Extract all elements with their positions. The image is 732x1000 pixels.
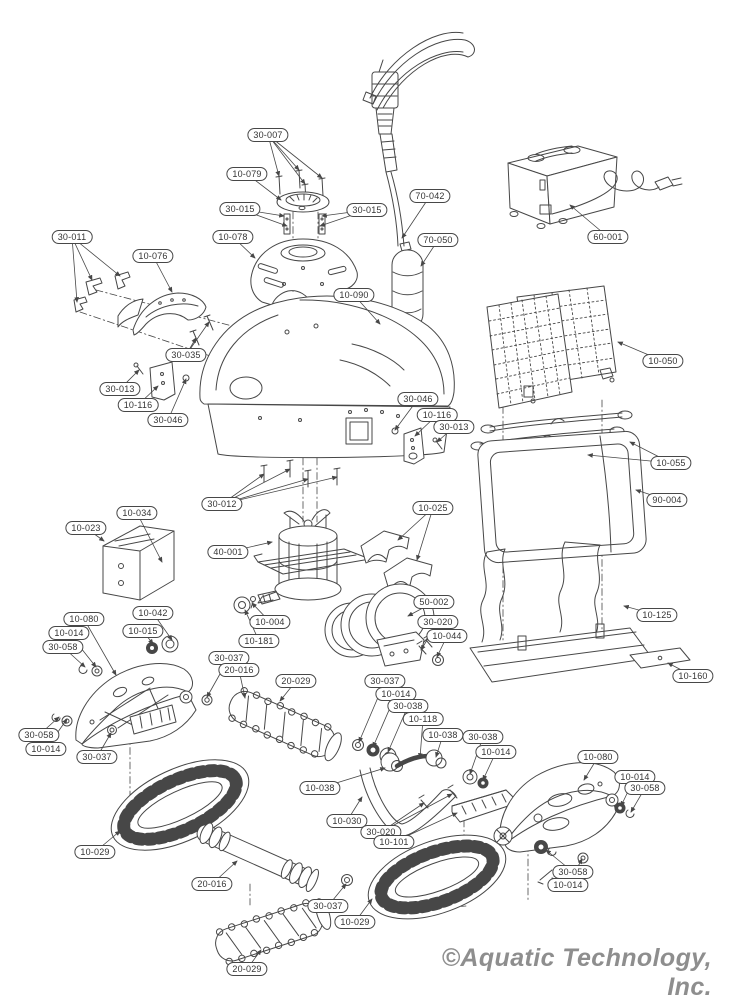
part-callout-10-118: 10-118 xyxy=(402,712,444,726)
bag-frame-drawing xyxy=(469,541,653,683)
part-callout-30-037: 30-037 xyxy=(76,750,118,764)
floating-cable-drawing xyxy=(362,31,475,247)
part-callout-10-080: 10-080 xyxy=(63,612,105,626)
leader-line xyxy=(71,236,93,281)
right-track-drawing xyxy=(367,834,507,920)
part-callout-50-002: 50-002 xyxy=(413,595,455,609)
float-foam-drawing xyxy=(360,530,433,591)
bottom-washer-drawing xyxy=(341,874,353,886)
part-callout-10-023: 10-023 xyxy=(65,521,107,535)
axle-tube-drawing xyxy=(196,822,319,893)
part-callout-10-076: 10-076 xyxy=(132,249,174,263)
top-brush-drawing xyxy=(228,687,342,762)
main-body-drawing xyxy=(199,295,455,459)
leader-line xyxy=(416,507,434,561)
part-callout-40-001: 40-001 xyxy=(207,545,249,559)
leader-line xyxy=(71,236,80,303)
leader-line xyxy=(83,618,117,676)
left-track-drawing xyxy=(110,759,250,851)
part-callout-20-016: 20-016 xyxy=(191,877,233,891)
watermark: ©Aquatic Technology, Inc. xyxy=(441,944,712,1000)
part-callout-10-014: 10-014 xyxy=(25,742,67,756)
part-callout-30-012: 30-012 xyxy=(201,497,243,511)
part-callout-20-029: 20-029 xyxy=(226,962,268,976)
part-callout-30-038: 30-038 xyxy=(387,699,429,713)
part-callout-10-101: 10-101 xyxy=(373,835,415,849)
impeller-cap-drawing xyxy=(276,191,330,235)
pump-motor-drawing xyxy=(257,509,342,604)
part-callout-10-079: 10-079 xyxy=(226,167,268,181)
part-callout-10-090: 10-090 xyxy=(333,288,375,302)
small-drive-parts-drawing xyxy=(233,590,281,614)
part-callout-90-004: 90-004 xyxy=(646,493,688,507)
part-callout-30-013: 30-013 xyxy=(433,420,475,434)
filter-screen-drawing xyxy=(486,285,617,409)
part-callout-10-034: 10-034 xyxy=(116,506,158,520)
part-callout-30-011: 30-011 xyxy=(51,230,93,244)
part-callout-30-046: 30-046 xyxy=(397,392,439,406)
part-callout-10-181: 10-181 xyxy=(238,634,280,648)
part-callout-10-030: 10-030 xyxy=(326,814,368,828)
part-callout-10-044: 10-044 xyxy=(426,629,468,643)
part-callout-10-029: 10-029 xyxy=(334,915,376,929)
part-callout-10-042: 10-042 xyxy=(132,606,174,620)
part-callout-10-004: 10-004 xyxy=(249,615,291,629)
part-callout-10-080: 10-080 xyxy=(577,750,619,764)
part-callout-10-116: 10-116 xyxy=(117,398,159,412)
part-callout-30-037: 30-037 xyxy=(307,899,349,913)
mount-brackets-drawing xyxy=(73,271,214,346)
part-callout-30-058: 30-058 xyxy=(624,781,666,795)
ramp-block-drawing xyxy=(418,784,515,823)
part-callout-10-029: 10-029 xyxy=(74,845,116,859)
part-callout-10-078: 10-078 xyxy=(212,230,254,244)
part-callout-20-016: 20-016 xyxy=(218,663,260,677)
part-callout-60-001: 60-001 xyxy=(587,230,629,244)
leader-line xyxy=(136,512,163,563)
part-callout-70-042: 70-042 xyxy=(409,189,451,203)
belt-tensioner-drawing xyxy=(359,749,489,837)
float-bracket-drawing xyxy=(376,631,444,667)
left-side-plate-drawing xyxy=(75,663,197,749)
cable-float-drawing xyxy=(391,241,424,345)
part-callout-10-014: 10-014 xyxy=(475,745,517,759)
part-callout-30-058: 30-058 xyxy=(42,640,84,654)
part-callout-10-050: 10-050 xyxy=(642,354,684,368)
handle-drawing xyxy=(117,292,207,336)
part-callout-30-007: 30-007 xyxy=(247,128,289,142)
leader-line xyxy=(267,134,323,179)
leader-line xyxy=(401,195,431,239)
part-callout-30-015: 30-015 xyxy=(219,202,261,216)
power-supply-drawing xyxy=(507,145,683,229)
part-callout-10-055: 10-055 xyxy=(650,456,692,470)
part-callout-10-014: 10-014 xyxy=(48,626,90,640)
part-callout-10-160: 10-160 xyxy=(672,669,714,683)
part-callout-10-038: 10-038 xyxy=(422,728,464,742)
part-callout-10-025: 10-025 xyxy=(412,501,454,515)
part-callout-30-020: 30-020 xyxy=(417,615,459,629)
part-callout-10-038: 10-038 xyxy=(299,781,341,795)
part-callout-10-125: 10-125 xyxy=(636,608,678,622)
part-callout-30-058: 30-058 xyxy=(18,728,60,742)
right-side-plate-drawing xyxy=(493,762,635,885)
leader-line xyxy=(267,134,306,185)
part-callout-30-038: 30-038 xyxy=(462,730,504,744)
part-callout-10-014: 10-014 xyxy=(547,878,589,892)
part-callout-20-029: 20-029 xyxy=(275,674,317,688)
part-callout-30-046: 30-046 xyxy=(147,413,189,427)
ballast-weight-drawing xyxy=(102,525,175,601)
side-plate-drawing xyxy=(629,647,691,669)
part-callout-30-037: 30-037 xyxy=(364,674,406,688)
part-callout-30-015: 30-015 xyxy=(346,203,388,217)
part-callout-10-015: 10-015 xyxy=(122,624,164,638)
part-callout-30-013: 30-013 xyxy=(99,382,141,396)
part-callout-30-035: 30-035 xyxy=(165,348,207,362)
part-callout-70-050: 70-050 xyxy=(417,233,459,247)
filter-bag-drawing xyxy=(477,430,647,564)
part-callout-30-058: 30-058 xyxy=(552,865,594,879)
